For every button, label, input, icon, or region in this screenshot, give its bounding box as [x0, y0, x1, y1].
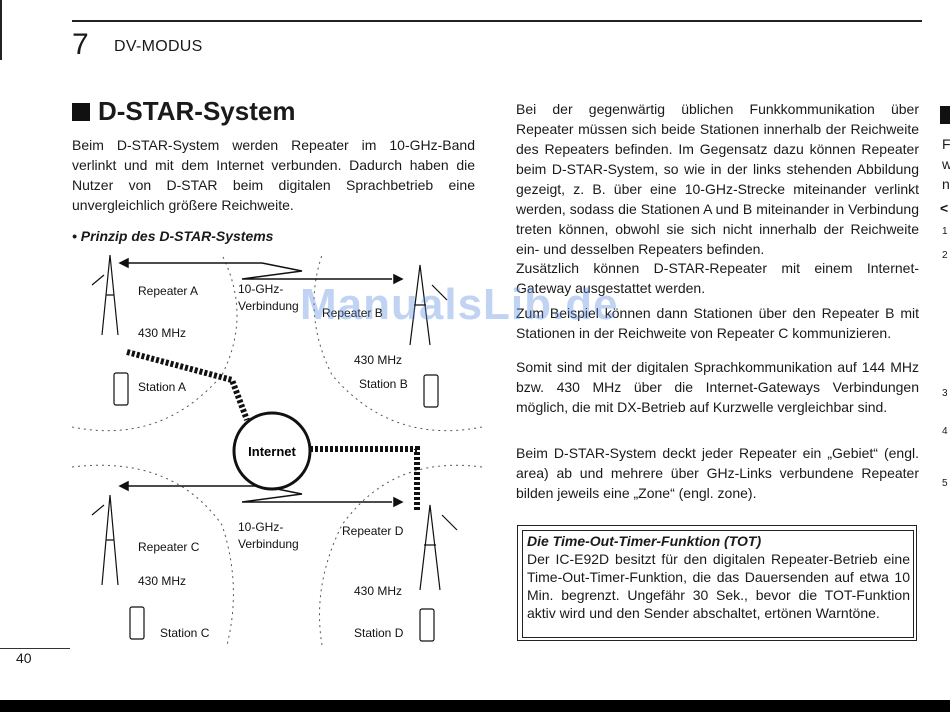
intro-paragraph: Beim D-STAR-System werden Repeater im 10…	[72, 137, 475, 213]
paragraph-3: Zum Beispiel können dann Stationen über …	[516, 305, 919, 341]
dstar-diagram: Internet Repeater A 430 MHz Station A 10…	[72, 254, 482, 645]
section-square-icon	[72, 102, 90, 121]
tot-text: Der IC-E92D besitzt für den digitalen Re…	[527, 551, 910, 621]
section-title: D-STAR-System	[72, 96, 295, 127]
paragraph-1: Bei der gegenwärtig üblichen Funkkommuni…	[516, 101, 919, 257]
area-d	[319, 464, 482, 645]
link-bottom-label-2: Verbindung	[238, 537, 299, 551]
chapter-number: 7	[72, 28, 89, 61]
link-top-label-1: 10-GHz-	[238, 282, 283, 296]
tower-a	[91, 254, 119, 336]
station-b-label: Station B	[359, 377, 408, 391]
repeater-a-label: Repeater A	[138, 284, 198, 298]
tower-d	[419, 504, 458, 591]
next-page-edge-char: 3	[942, 388, 948, 399]
next-page-edge-char: n	[942, 176, 950, 192]
link-bottom	[118, 480, 404, 508]
tower-c	[91, 494, 119, 586]
area-c	[72, 464, 234, 645]
radio-d-icon	[419, 608, 435, 642]
station-d-label: Station D	[354, 626, 404, 640]
freq-d-label: 430 MHz	[354, 584, 402, 598]
area-b	[313, 254, 482, 432]
radio-a-icon	[113, 372, 129, 406]
next-page-edge-char: 5	[942, 478, 948, 489]
coverage-areas	[72, 254, 482, 645]
repeater-d-label: Repeater D	[342, 524, 404, 538]
tot-info-box: Die Time-Out-Timer-Funktion (TOT) Der IC…	[517, 525, 917, 641]
page-number-rule	[0, 648, 70, 649]
repeater-c-label: Repeater C	[138, 540, 200, 554]
radio-b-icon	[423, 374, 439, 408]
section-title-text: D-STAR-System	[98, 96, 296, 126]
radio-c-icon	[129, 606, 145, 640]
internet-links	[126, 349, 420, 510]
link-bottom-label-1: 10-GHz-	[238, 520, 283, 534]
bottom-bar	[0, 700, 950, 712]
link-top	[118, 257, 404, 285]
station-a-label: Station A	[138, 380, 186, 394]
tower-b	[409, 264, 448, 346]
diagram-labels: Repeater A 430 MHz Station A 10-GHz- Ver…	[138, 282, 408, 640]
watermark-logo: ManualsLib.de	[300, 280, 619, 329]
next-page-edge-char: F	[942, 136, 950, 152]
repeater-towers	[91, 254, 458, 591]
internet-label: Internet	[248, 444, 296, 459]
station-c-label: Station C	[160, 626, 210, 640]
paragraph-5: Beim D-STAR-System deckt jeder Repeater …	[516, 445, 919, 501]
next-page-edge-char: 4	[942, 426, 948, 437]
next-page-edge-char: <	[940, 200, 949, 216]
freq-a-label: 430 MHz	[138, 326, 186, 340]
freq-c-label: 430 MHz	[138, 574, 186, 588]
page-number: 40	[16, 650, 32, 666]
paragraph-4: Somit sind mit der digitalen Sprachkommu…	[516, 359, 919, 415]
chapter-title: DV-MODUS	[114, 38, 203, 55]
next-page-square-icon	[940, 106, 950, 124]
freq-b-label: 430 MHz	[354, 353, 402, 367]
diagram-title: • Prinzip des D-STAR-Systems	[72, 228, 274, 244]
station-radios	[113, 372, 439, 642]
next-page-edge-char: 1	[942, 226, 948, 237]
next-page-edge-char: w	[942, 156, 950, 172]
left-margin-rule	[0, 0, 2, 60]
area-a	[72, 254, 238, 432]
next-page-edge-char: 2	[942, 250, 948, 261]
repeater-b-label: Repeater B	[322, 306, 383, 320]
header-rule	[72, 20, 922, 22]
link-top-label-2: Verbindung	[238, 299, 299, 313]
tot-title: Die Time-Out-Timer-Funktion (TOT)	[527, 533, 762, 549]
paragraph-2: Zusätzlich können D-STAR-Repeater mit ei…	[516, 260, 919, 296]
